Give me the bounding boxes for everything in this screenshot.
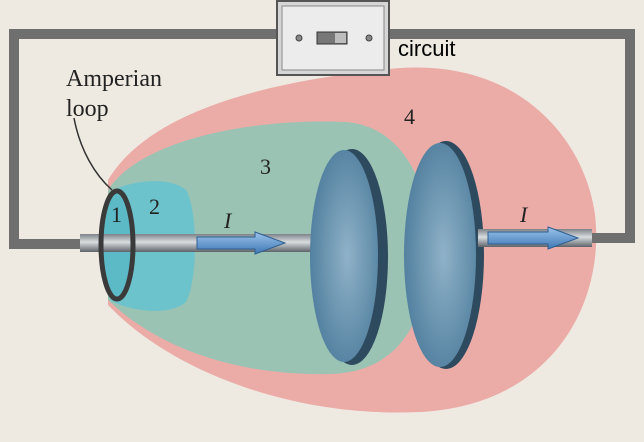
capacitor-plate-left	[310, 150, 378, 362]
amperian-loop-ring	[98, 188, 136, 302]
switch-caption: circuit	[398, 36, 455, 61]
capacitor-plate-right	[404, 143, 476, 367]
switch-toggle-lever[interactable]	[335, 33, 346, 43]
region-2-label: 2	[149, 194, 160, 219]
current-arrow-right	[487, 226, 580, 250]
current-label-left: I	[223, 208, 233, 233]
amperian-pointer-line	[73, 117, 113, 191]
switch-screw-left-icon	[295, 34, 303, 42]
current-label-right: I	[519, 202, 529, 227]
region-3-label: 3	[260, 154, 271, 179]
light-switch[interactable]	[276, 0, 390, 76]
switch-screw-right-icon	[365, 34, 373, 42]
current-arrow-left	[196, 231, 287, 255]
amperian-label-line1: Amperian	[66, 66, 162, 92]
region-4-label: 4	[404, 104, 415, 129]
amperian-label-line2: loop	[66, 96, 109, 122]
region-1-label: 1	[111, 202, 122, 227]
